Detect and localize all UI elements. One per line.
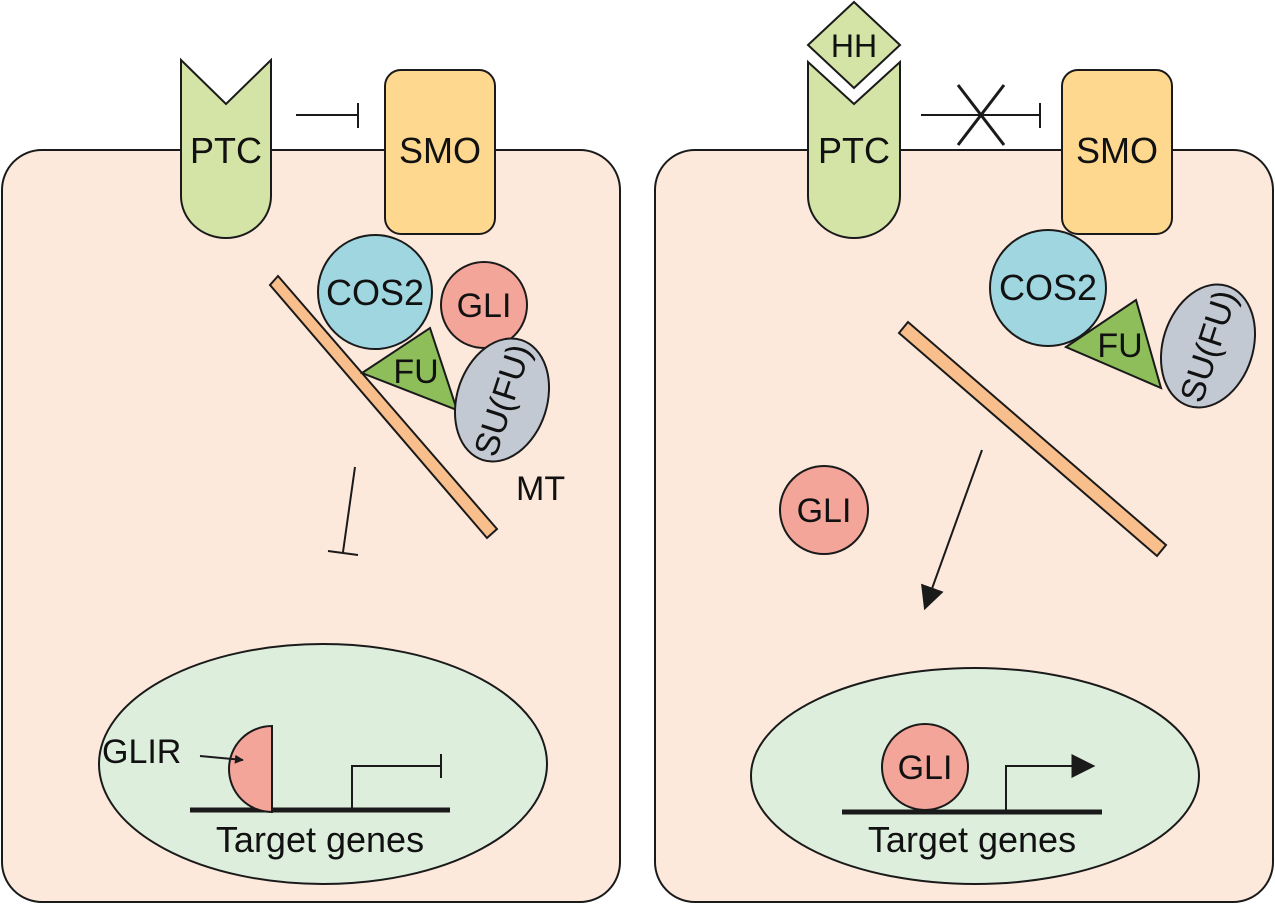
- right-nucleus: [750, 667, 1200, 885]
- right-smo-receptor: [1061, 69, 1173, 235]
- right-gli-nuclear-label: GLI: [898, 749, 953, 787]
- right-gli-free-label: GLI: [797, 492, 852, 530]
- left-panel: PTC SMO COS2 GLI FU SU(FU) MT: [1, 57, 621, 903]
- right-ptc-receptor: [807, 59, 901, 239]
- right-blocked-inhibition: [921, 84, 1041, 146]
- left-glir-label: GLIR: [102, 733, 181, 771]
- right-gli-nuclear: [881, 723, 969, 811]
- left-mt-label: MT: [516, 470, 565, 508]
- right-smo-label: SMO: [1076, 130, 1158, 171]
- left-sufu: SU(FU): [453, 337, 551, 463]
- left-ptc-inhibits-smo: [296, 103, 359, 128]
- left-fu: [359, 326, 459, 412]
- right-panel: HH PTC SMO COS2 FU SU(FU) GLI: [654, 0, 1274, 903]
- right-hh-ligand: [806, 0, 902, 90]
- right-ptc-label: PTC: [818, 130, 890, 171]
- right-block-cross-b: [956, 84, 1006, 146]
- left-glir-pointer: [199, 754, 244, 764]
- right-activation-arrow: [921, 449, 983, 611]
- left-smo-label: SMO: [399, 130, 481, 171]
- left-cos2-label: COS2: [326, 272, 424, 313]
- left-repressed-promoter: [351, 754, 442, 808]
- right-target-genes-label: Target genes: [868, 819, 1076, 860]
- right-cos2: [989, 229, 1107, 347]
- right-fu: [1063, 298, 1163, 390]
- left-glir: [228, 724, 273, 814]
- right-active-promoter: [1005, 754, 1096, 810]
- left-ptc-label: PTC: [190, 130, 262, 171]
- left-ptc-receptor: [180, 57, 272, 239]
- left-target-genes-label: Target genes: [216, 819, 424, 860]
- left-cos2: [317, 234, 433, 350]
- right-microtubule: [897, 320, 1168, 558]
- left-inhibition-to-nucleus: [327, 466, 359, 556]
- right-cos2-label: COS2: [999, 267, 1097, 308]
- right-gli-free: [779, 465, 869, 555]
- right-sufu: SU(FU): [1159, 283, 1257, 409]
- right-fu-label: FU: [1097, 327, 1142, 365]
- left-fu-label: FU: [393, 353, 438, 391]
- left-microtubule: [268, 274, 499, 540]
- left-gli-label: GLI: [457, 287, 512, 325]
- left-smo-receptor: [384, 69, 496, 235]
- right-hh-label: HH: [831, 28, 877, 64]
- left-nucleus: [98, 643, 548, 885]
